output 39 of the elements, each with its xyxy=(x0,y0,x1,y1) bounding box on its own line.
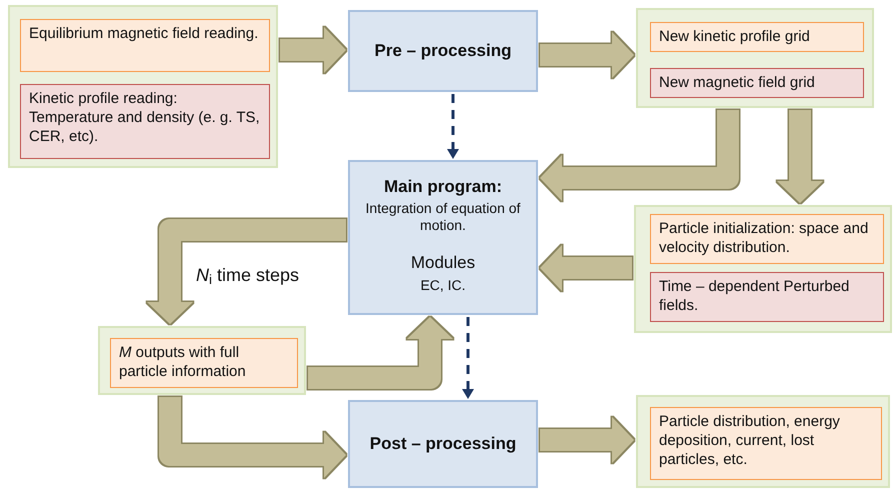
process-box xyxy=(650,407,882,480)
block-arrow xyxy=(280,27,346,73)
process-box xyxy=(20,84,270,159)
node-text: M outputs with full particle information xyxy=(119,343,247,381)
node-text: New kinetic profile grid xyxy=(659,27,811,46)
process-box xyxy=(650,272,884,322)
block-arrow xyxy=(540,417,634,463)
node-text: Pre – processing xyxy=(374,40,512,62)
block-arrow xyxy=(777,110,823,203)
process-box xyxy=(650,22,864,52)
node-text: Integration of equation of motion. xyxy=(364,200,522,234)
node-text: EC, IC. xyxy=(420,276,466,295)
process-box xyxy=(348,400,538,488)
group-panel xyxy=(634,205,892,333)
node-text: Post – processing xyxy=(370,433,516,456)
group-panel xyxy=(636,8,874,108)
node-text: Particle distribution, energy deposition, current, lost particles, etc. xyxy=(659,412,841,469)
node-text: Main program: xyxy=(384,176,502,198)
process-box xyxy=(110,338,298,388)
process-box xyxy=(348,10,538,92)
dashed-arrow xyxy=(447,94,459,159)
process-box xyxy=(650,214,884,264)
process-box xyxy=(650,68,864,98)
group-panel xyxy=(636,395,890,488)
block-arrow xyxy=(540,245,632,291)
node-text: Equilibrium magnetic field reading. xyxy=(29,24,260,43)
group-panel xyxy=(8,5,278,168)
process-box xyxy=(348,160,538,315)
node-text: New magnetic field grid xyxy=(659,73,816,92)
node-text: Time – dependent Perturbed fields. xyxy=(659,277,850,315)
block-arrow xyxy=(159,397,346,478)
node-text: Kinetic profile reading: Temperature and density (e. g. TS, CER, etc). xyxy=(29,89,261,146)
node-text: Particle initialization: space and velocity distribution. xyxy=(659,219,870,257)
process-box xyxy=(20,19,270,72)
block-arrow xyxy=(540,32,634,78)
group-panel xyxy=(98,326,306,395)
block-arrow xyxy=(147,219,346,324)
dashed-arrow xyxy=(462,317,474,399)
node-text: Modules xyxy=(410,252,476,274)
